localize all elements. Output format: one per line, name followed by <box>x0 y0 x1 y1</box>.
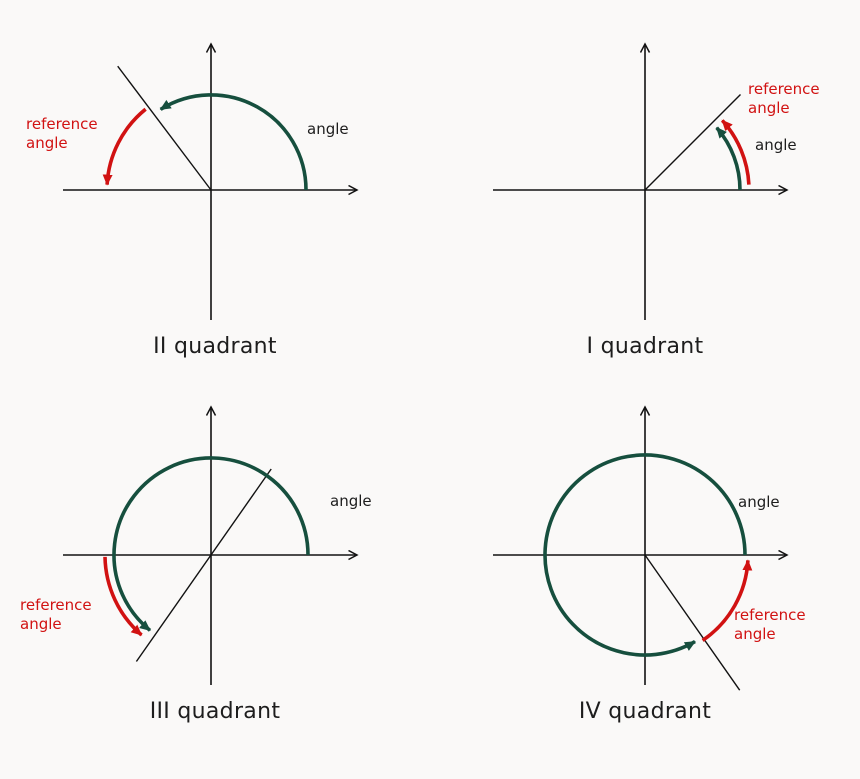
angle-label: angle <box>738 493 780 511</box>
panel-quadrant-i: reference angle angle I quadrant <box>430 0 860 390</box>
reference-angle-label: reference angle <box>734 606 806 644</box>
reference-angle-label-line2: angle <box>26 134 68 152</box>
panel-caption: I quadrant <box>586 334 704 359</box>
panel-caption: III quadrant <box>149 699 281 724</box>
quadrant-iii-plot <box>63 390 430 685</box>
reference-angle-label-line2: angle <box>748 99 790 117</box>
terminal-side-line <box>117 65 212 191</box>
reference-angle-label-line1: reference <box>20 596 92 614</box>
reference-angle-arc <box>701 559 753 642</box>
angle-arc <box>112 456 310 632</box>
panel-quadrant-iii: angle reference angle III quadrant <box>0 390 430 779</box>
reference-angle-label-line1: reference <box>26 115 98 133</box>
panel-quadrant-iv: angle reference angle IV quadrant <box>430 390 860 779</box>
terminal-side-line <box>644 94 741 191</box>
panel-quadrant-ii: reference angle angle II quadrant <box>0 0 430 390</box>
angle-label: angle <box>330 492 372 510</box>
angle-label: angle <box>755 136 797 154</box>
reference-angle-arc <box>103 556 143 637</box>
reference-angle-label-line1: reference <box>734 606 806 624</box>
quadrant-iv-plot <box>493 390 860 691</box>
reference-angle-label: reference angle <box>26 115 98 153</box>
reference-angle-label-line2: angle <box>734 625 776 643</box>
quadrant-i-plot <box>493 0 860 320</box>
terminal-side-line <box>644 554 741 691</box>
reference-angle-label: reference angle <box>20 596 92 634</box>
terminal-side-line <box>135 468 272 662</box>
reference-angle-label-line2: angle <box>20 615 62 633</box>
panel-caption: IV quadrant <box>578 699 712 724</box>
angle-arc <box>159 93 308 191</box>
angle-label: angle <box>307 120 349 138</box>
angle-arc <box>543 453 747 657</box>
quadrant-ii-plot <box>63 0 430 320</box>
panel-caption: II quadrant <box>153 334 277 359</box>
reference-angle-label-line1: reference <box>748 80 820 98</box>
reference-angle-arc <box>102 107 147 186</box>
reference-angle-label: reference angle <box>748 80 820 118</box>
angle-arc <box>715 126 742 191</box>
reference-angle-arc <box>720 119 751 185</box>
